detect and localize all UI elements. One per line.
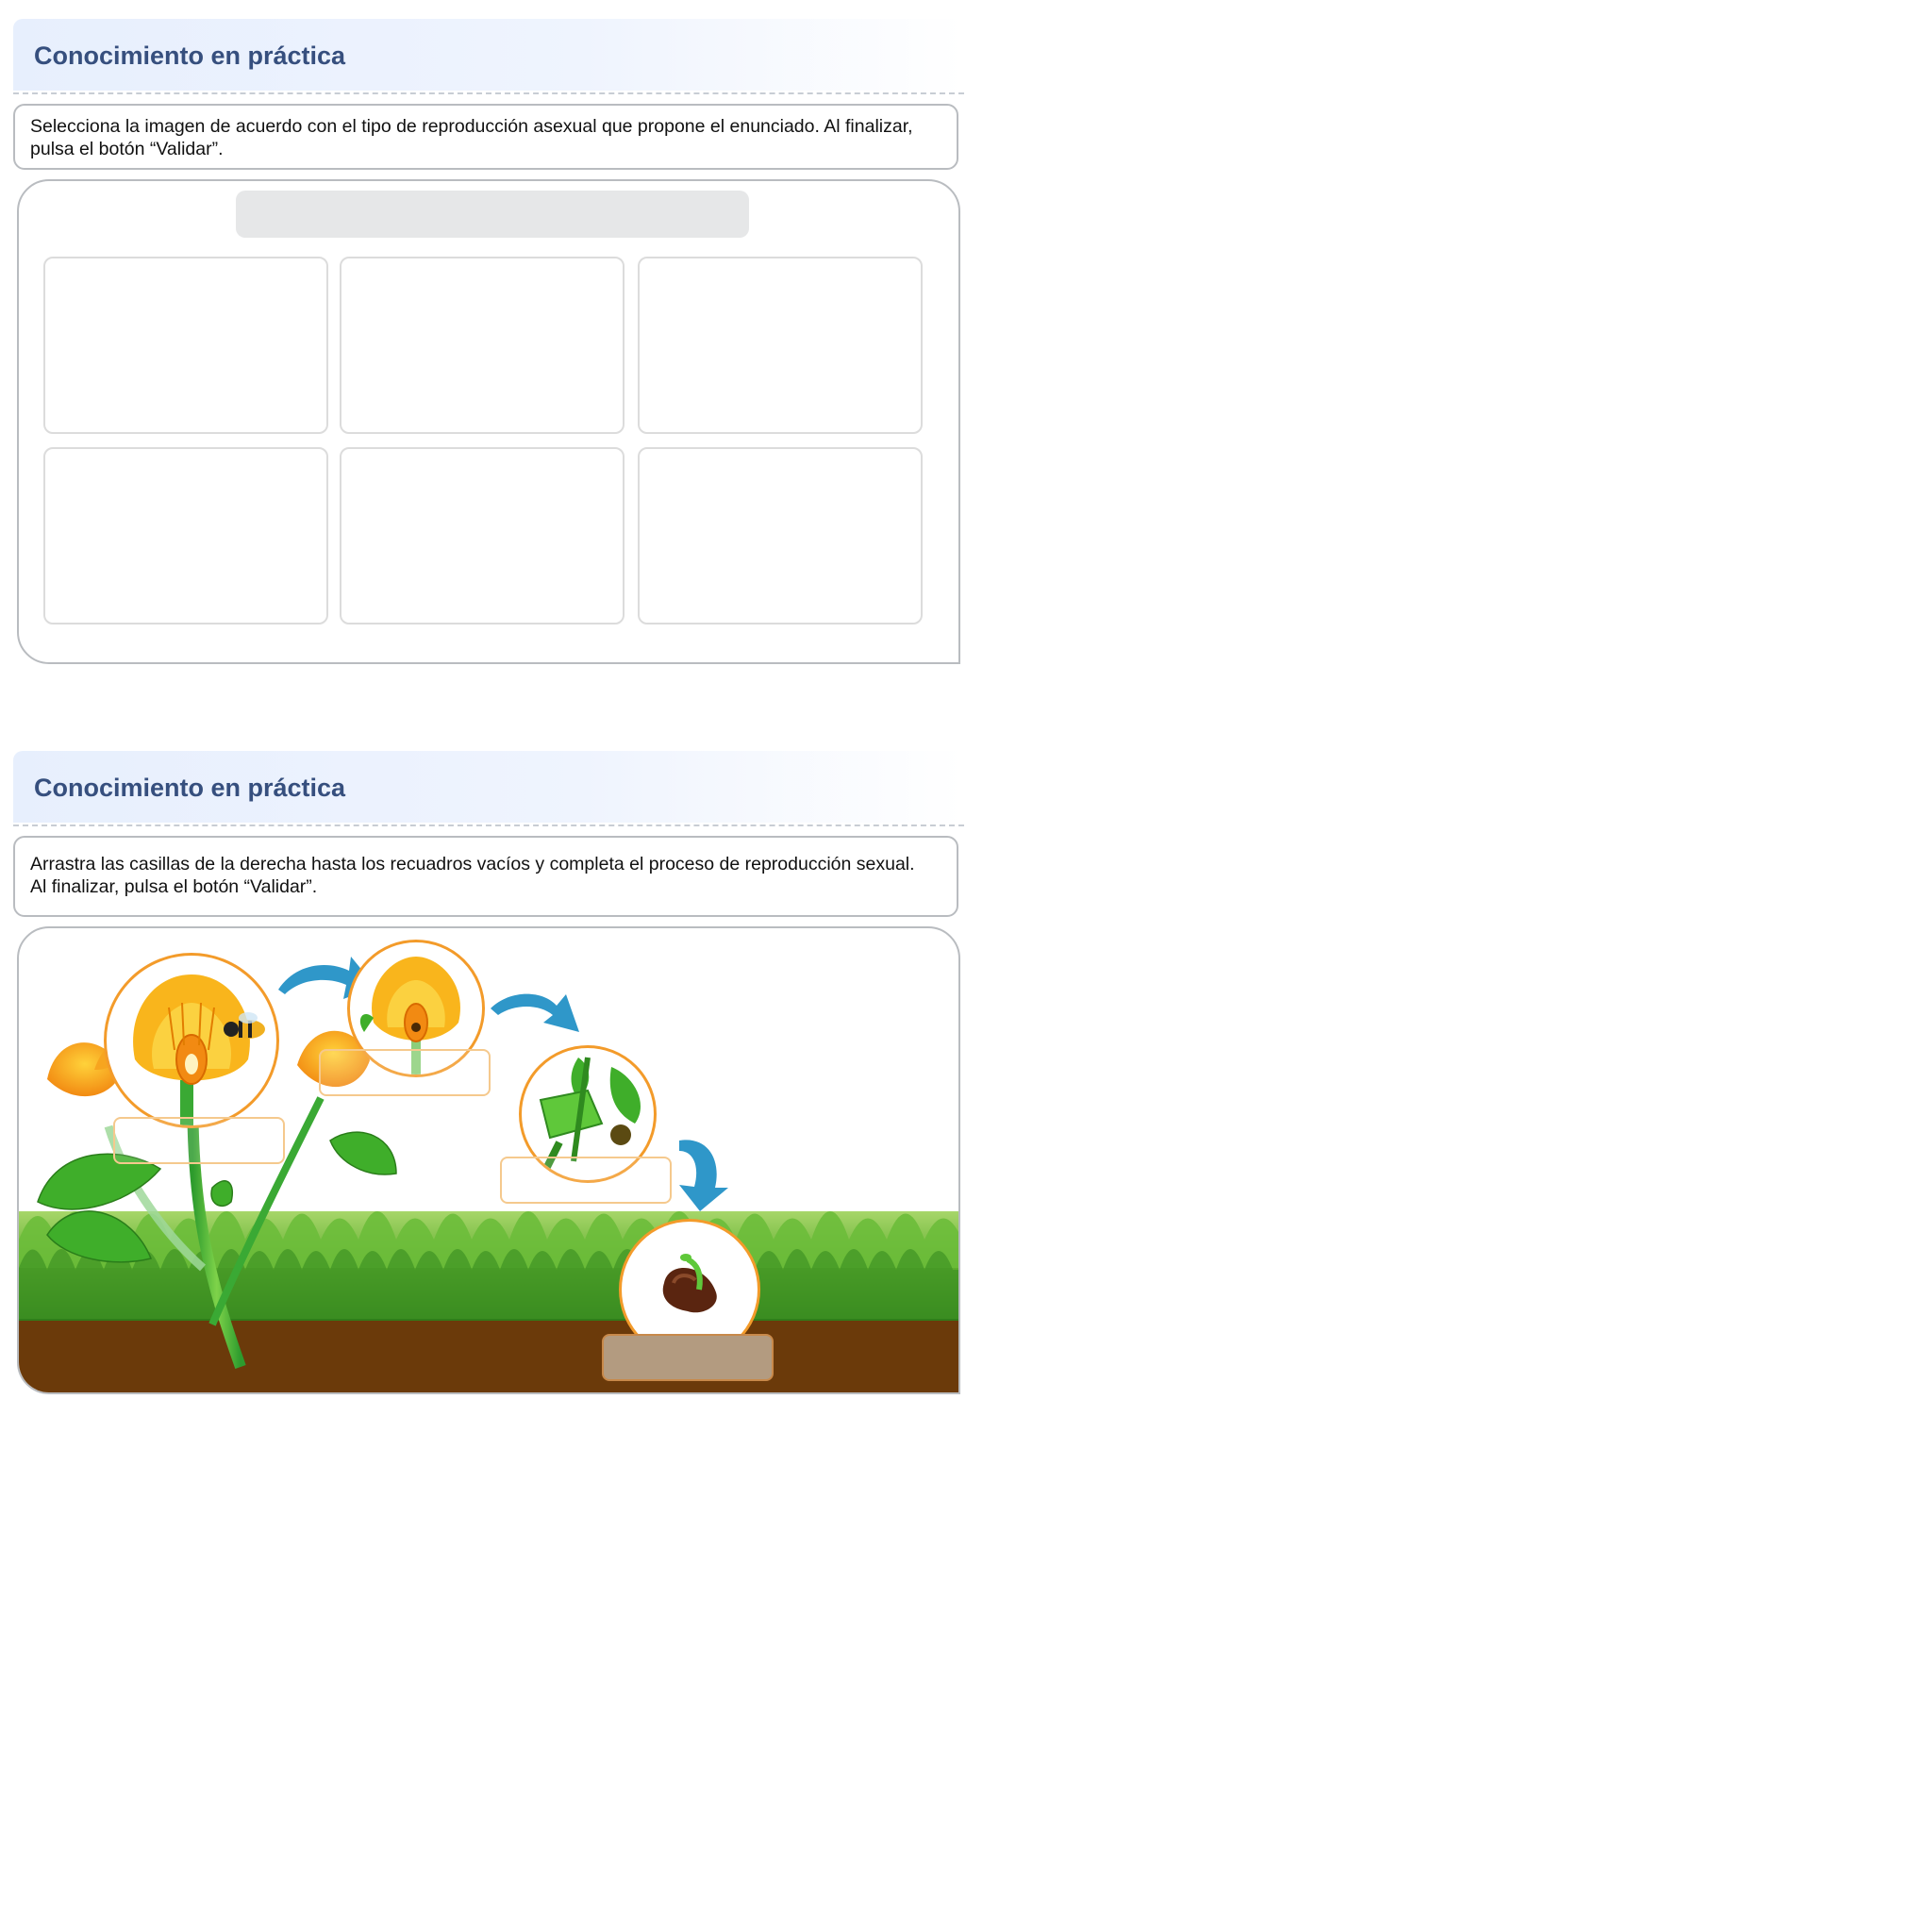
drop-target-2[interactable] — [319, 1049, 491, 1096]
bee-icon — [224, 1012, 265, 1039]
flower-with-bee-icon — [133, 974, 265, 1125]
activity-1-title: Conocimiento en práctica — [34, 42, 346, 70]
activity-1-header: Conocimiento en práctica — [13, 19, 964, 91]
activity-2-instruction: Arrastra las casillas de la derecha hast… — [13, 836, 958, 917]
activity-2-header: Conocimiento en práctica — [13, 751, 964, 823]
activity-1-instruction: Selecciona la imagen de acuerdo con el t… — [13, 104, 958, 170]
arrow-2 — [491, 993, 579, 1032]
side-flower-right — [297, 1030, 370, 1088]
activity-1-instruction-line1: Selecciona la imagen de acuerdo con el t… — [30, 116, 913, 137]
option-card-2[interactable] — [340, 257, 625, 434]
statement-box — [236, 191, 749, 238]
stage-fruit-circle — [519, 1045, 657, 1183]
stage-pollination-circle — [104, 953, 279, 1128]
option-card-5[interactable] — [340, 447, 625, 625]
germinating-seed-icon — [662, 1254, 717, 1313]
activity-2-instruction-line2: Al finalizar, pulsa el botón “Validar”. — [30, 876, 318, 897]
option-card-1[interactable] — [43, 257, 328, 434]
activity-2-scene — [17, 926, 960, 1394]
fruit-pod-icon — [539, 1057, 641, 1173]
arrow-3 — [679, 1140, 728, 1211]
soil — [19, 1319, 958, 1392]
activity-1: Conocimiento en práctica Selecciona la i… — [13, 19, 964, 670]
drop-target-4[interactable] — [602, 1334, 774, 1381]
option-card-4[interactable] — [43, 447, 328, 625]
drop-target-1[interactable] — [113, 1117, 285, 1164]
leaves — [37, 1131, 397, 1263]
drop-target-3[interactable] — [500, 1157, 672, 1204]
stage-fertilization-circle — [347, 940, 485, 1077]
activity-1-panel — [17, 179, 960, 664]
activity-2: Conocimiento en práctica Arrastra las ca… — [13, 751, 964, 1398]
activity-1-instruction-line2: pulsa el botón “Validar”. — [30, 139, 224, 159]
option-card-3[interactable] — [638, 257, 923, 434]
activity-2-instruction-line1: Arrastra las casillas de la derecha hast… — [30, 854, 915, 874]
activity-2-divider — [13, 824, 964, 826]
activity-1-divider — [13, 92, 964, 94]
option-card-6[interactable] — [638, 447, 923, 625]
activity-2-title: Conocimiento en práctica — [34, 774, 346, 802]
fertilized-flower-icon — [359, 957, 460, 1074]
